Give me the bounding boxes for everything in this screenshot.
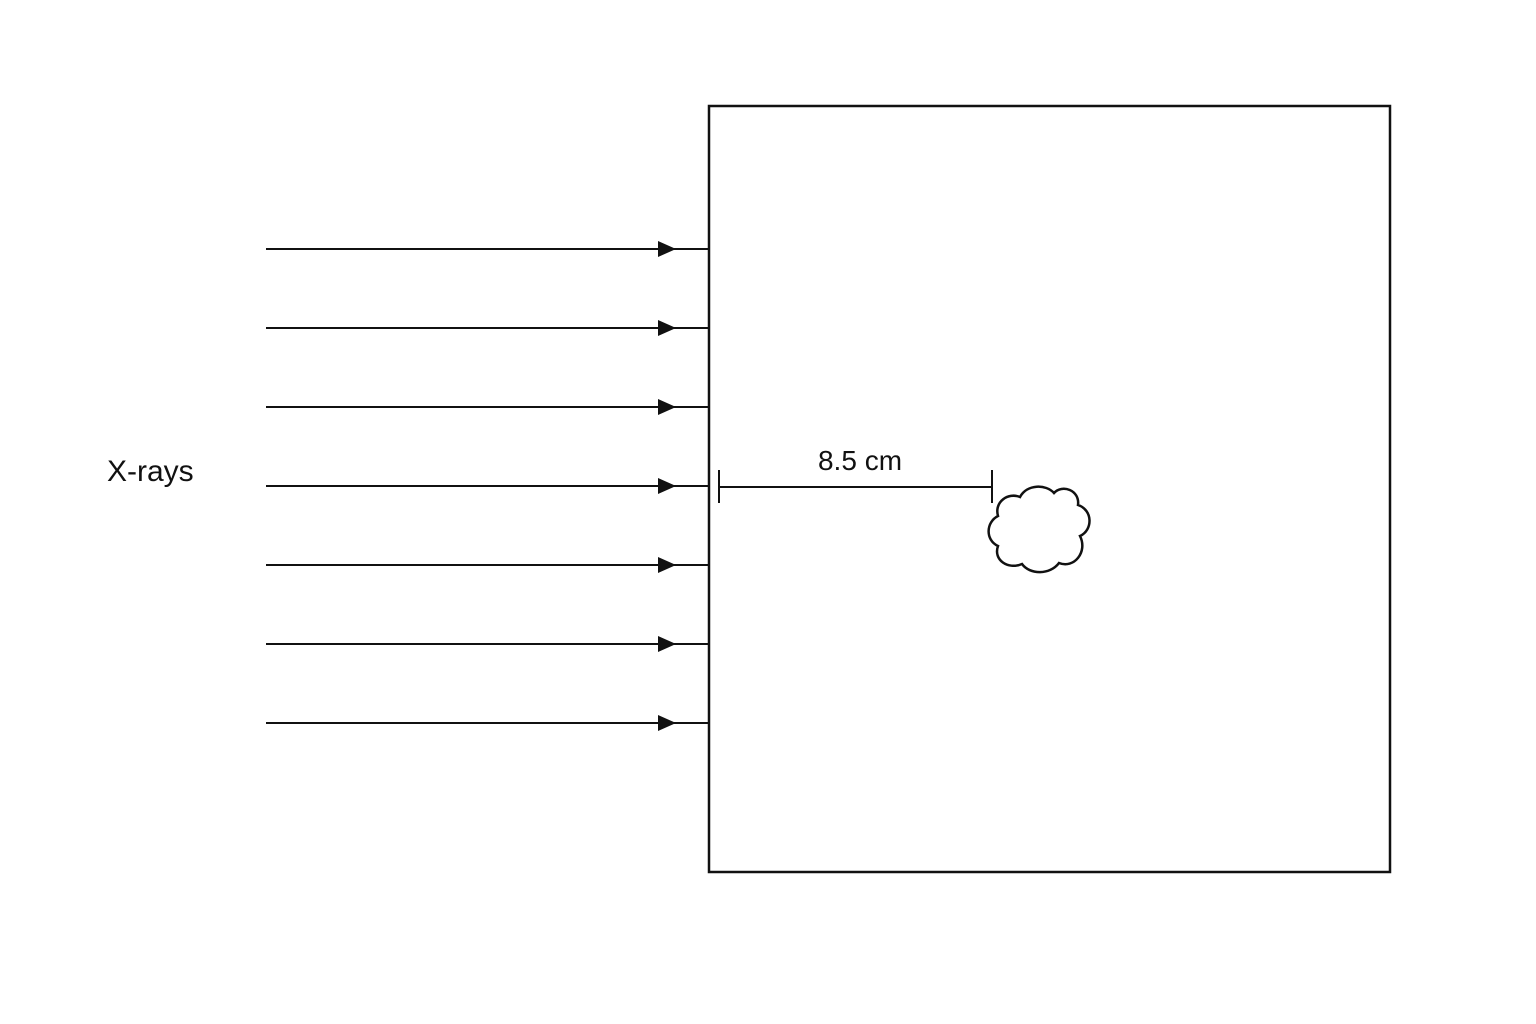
- xray-beam: [266, 241, 709, 257]
- arrowhead-icon: [658, 715, 676, 731]
- xray-beam: [266, 320, 709, 336]
- arrowhead-icon: [658, 557, 676, 573]
- xrays-label: X-rays: [107, 455, 194, 488]
- arrowhead-icon: [658, 399, 676, 415]
- xray-beam: [266, 557, 709, 573]
- xray-beam: [266, 399, 709, 415]
- depth-label: 8.5 cm: [818, 445, 902, 476]
- xray-beam: [266, 636, 709, 652]
- arrowhead-icon: [658, 636, 676, 652]
- xray-beams: [266, 241, 709, 731]
- xray-beam: [266, 478, 709, 494]
- arrowhead-icon: [658, 320, 676, 336]
- depth-measurement: 8.5 cm: [718, 445, 993, 503]
- arrowhead-icon: [658, 241, 676, 257]
- tissue-block: [707, 104, 1392, 874]
- arrowhead-icon: [658, 478, 676, 494]
- tumor-blob: [987, 485, 1091, 574]
- xray-beam: [266, 715, 709, 731]
